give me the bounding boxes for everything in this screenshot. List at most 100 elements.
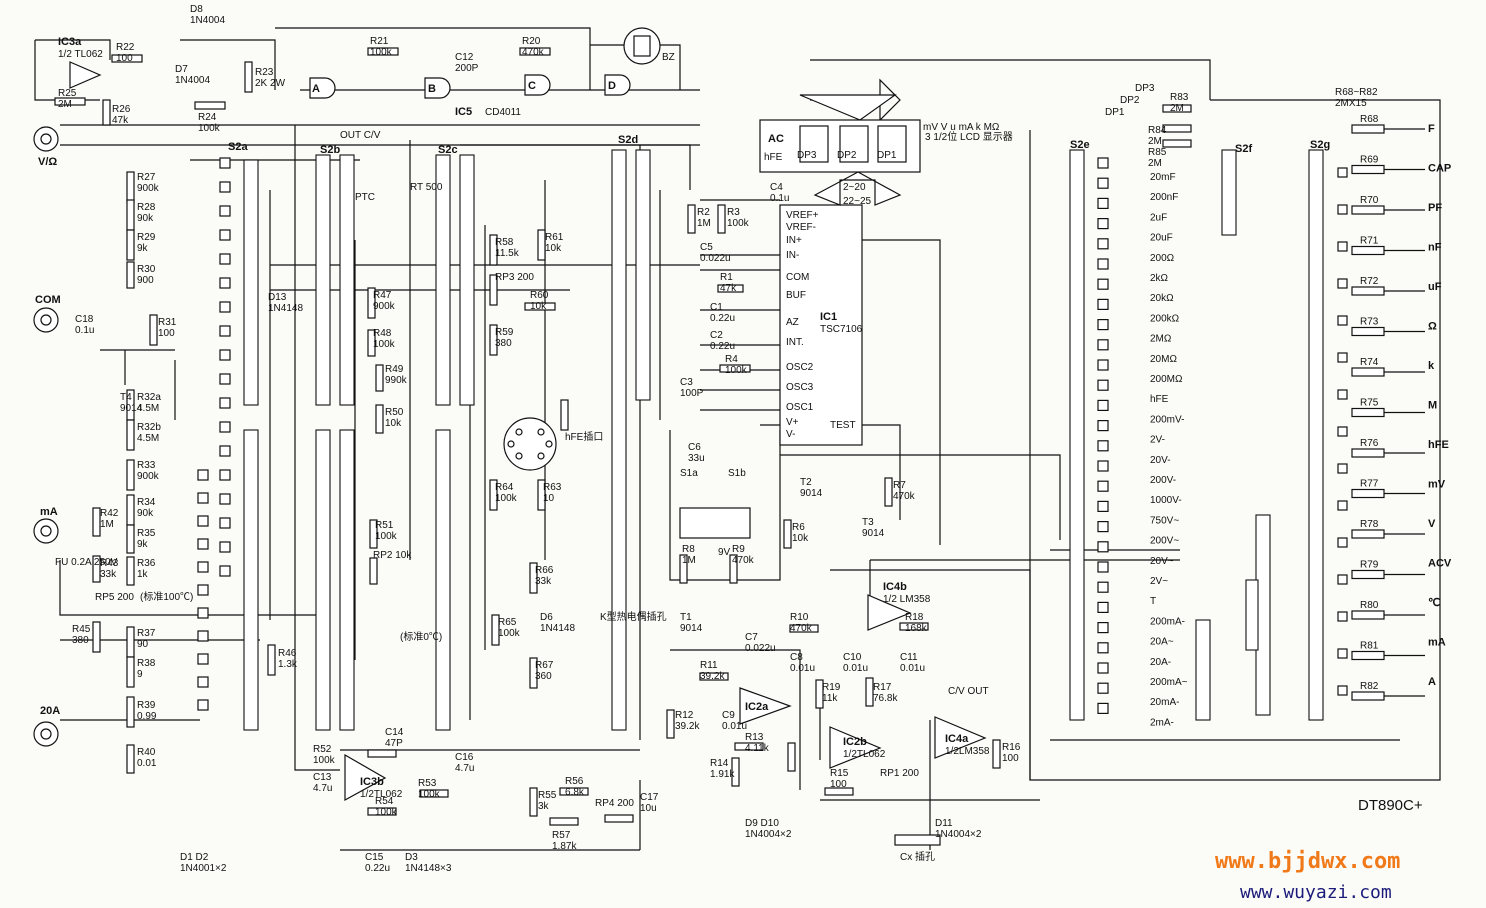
semi-value: 9014 — [680, 623, 703, 634]
contact-s2e — [1097, 258, 1109, 270]
contact-s2e — [1097, 480, 1109, 492]
resistor-ref: R16 — [1002, 742, 1021, 753]
output-resistor — [1351, 691, 1385, 701]
resistor-value: 360 — [535, 671, 552, 682]
range-label: 20MΩ — [1150, 354, 1177, 365]
resistor-value: 100 — [158, 328, 175, 339]
resistor-value: 4.5M — [137, 433, 159, 444]
resistor-value: 4.11k — [745, 743, 770, 754]
range-label: 2MΩ — [1150, 334, 1172, 345]
capacitor-value: 0.022u — [745, 643, 776, 654]
resistor-ref: R68~R82 — [1335, 87, 1378, 98]
ic-part: 1/2TL062 — [843, 749, 886, 760]
contact-s2e — [1097, 581, 1109, 593]
range-label: 200V~ — [1150, 536, 1179, 547]
output-label: ACV — [1428, 558, 1452, 570]
output-resistor-ref: R68 — [1360, 114, 1379, 125]
contact-s2e — [1097, 359, 1109, 371]
resistor-value: 90k — [137, 213, 154, 224]
semi-ref: T4 — [120, 392, 132, 403]
switch-label: S2e — [1070, 139, 1090, 151]
s1-label: S1a — [680, 468, 698, 479]
range-label: 20V~ — [1150, 556, 1174, 567]
resistor-value: 168k — [905, 623, 928, 634]
output-resistor-ref: R74 — [1360, 357, 1379, 368]
capacitor-ref: C12 — [455, 52, 474, 63]
resistor-value: 33k — [100, 569, 117, 580]
contact-s2e — [1097, 319, 1109, 331]
resistor-ref: R39 — [137, 700, 156, 711]
range-label: 20A~ — [1150, 637, 1174, 648]
capacitor-value: 0.01u — [843, 663, 868, 674]
resistor-value: 2K 2W — [255, 78, 286, 89]
range-label: 200V- — [1150, 475, 1176, 486]
contact-s2e — [1097, 541, 1109, 553]
contact-s2e — [1097, 238, 1109, 250]
capacitor-ref: C11 — [900, 652, 918, 663]
ic-part: 1/2 TL062 — [58, 49, 103, 60]
range-label: 750V~ — [1150, 515, 1179, 526]
resistor-ref: R9 — [732, 544, 745, 555]
resistor-value: 100 — [116, 53, 133, 64]
semi-value: 1N4148×3 — [405, 863, 452, 874]
resistor-ref: R35 — [137, 528, 156, 539]
capacitor-ref: C14 — [385, 727, 404, 738]
resistor-ref: R15 — [830, 768, 849, 779]
resistor-ref: R26 — [112, 104, 131, 115]
lcd-hfe: hFE — [764, 152, 783, 163]
capacitor-ref: C15 — [365, 852, 384, 863]
output-resistor — [1351, 205, 1385, 215]
ic1-pin-label: V+ — [786, 417, 799, 428]
resistor-value: 1.3k — [278, 659, 298, 670]
resistor-ref: R6 — [792, 522, 805, 533]
switch-label: S2c — [438, 144, 458, 156]
contact-s2e — [1097, 561, 1109, 573]
resistor-ref: R48 — [373, 328, 392, 339]
resistor-ref: R2 — [697, 207, 710, 218]
ic-part: TSC7106 — [820, 324, 863, 335]
contact-s2g — [1337, 241, 1348, 252]
resistor-ref: R66 — [535, 565, 554, 576]
contact-s2g — [1337, 278, 1348, 289]
ic-ref: IC2a — [745, 701, 769, 713]
resistor-value: 10k — [545, 243, 562, 254]
resistor-value: 1.91k — [710, 769, 735, 780]
dp-label: DP2 — [1120, 95, 1140, 106]
resistor-ref: R42 — [100, 508, 119, 519]
resistor-ref: R47 — [373, 290, 392, 301]
range-label: 2kΩ — [1150, 273, 1169, 284]
capacitor-ref: C17 — [640, 792, 659, 803]
misc-cx: Cx 插孔 — [900, 850, 935, 863]
resistor-value: 39.2k — [700, 671, 725, 682]
capacitor-value: 0.1u — [770, 193, 789, 204]
contact-s2a — [219, 445, 231, 457]
switch-label: S2f — [1235, 143, 1252, 155]
resistor-value: 100k — [373, 339, 396, 350]
output-resistor-ref: R80 — [1360, 600, 1379, 611]
capacitor-value: 200P — [455, 63, 479, 74]
capacitor-value: 0.01u — [900, 663, 925, 674]
resistor-ref: R3 — [727, 207, 740, 218]
misc-rp4: RP4 200 — [595, 798, 634, 809]
contact-s2e — [1097, 339, 1109, 351]
resistor-ref: R31 — [158, 317, 177, 328]
resistor-ref: R7 — [893, 480, 906, 491]
ic1-pin-label: INT. — [786, 337, 804, 348]
semi-value: 1N4004 — [175, 75, 210, 86]
output-label: V — [1428, 518, 1436, 530]
semi-ref: D7 — [175, 64, 188, 75]
resistor-ref: R60 — [530, 290, 549, 301]
output-resistor — [1351, 529, 1385, 539]
resistor-value: 100 — [1002, 753, 1019, 764]
contact-s2a-low — [197, 676, 209, 688]
capacitor-value: 0.22u — [365, 863, 390, 874]
contact-s2a-low — [197, 561, 209, 573]
resistor-value: 10 — [543, 493, 555, 504]
capacitor-ref: C13 — [313, 772, 332, 783]
resistor-ref: R30 — [137, 264, 156, 275]
contact-s2a — [219, 469, 231, 481]
ic1-pin-label: IN+ — [786, 235, 802, 246]
capacitor-value: 10u — [640, 803, 657, 814]
